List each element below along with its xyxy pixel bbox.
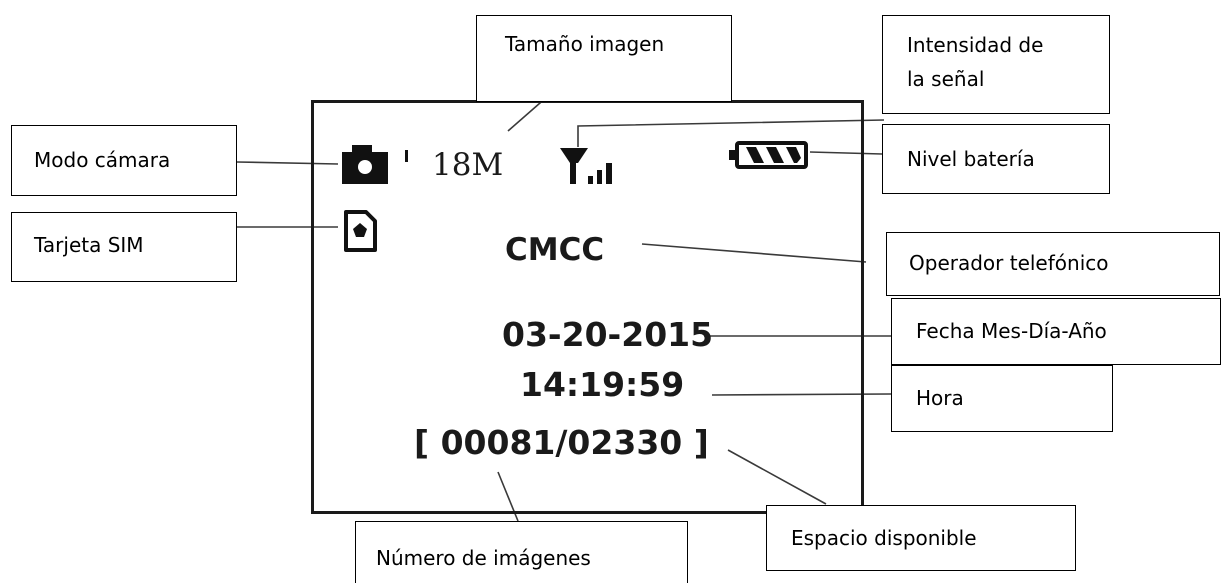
- image-counter-value: [ 00081/02330 ]: [414, 423, 709, 462]
- date-value: 03-20-2015: [502, 315, 714, 354]
- label-signal-strength: Intensidad de la señal: [882, 15, 1110, 114]
- label-time-text: Hora: [916, 386, 964, 410]
- leader-battery: [809, 151, 883, 155]
- camera-icon: [342, 145, 408, 184]
- label-operator-text: Operador telefónico: [909, 251, 1109, 275]
- leader-camera: [236, 161, 339, 165]
- label-camera-mode: Modo cámara: [11, 125, 237, 196]
- label-signal-line1: Intensidad de: [907, 33, 1044, 57]
- label-date-format-text: Fecha Mes-Día-Año: [916, 319, 1107, 343]
- signal-strength-icon: [560, 148, 612, 184]
- image-size-value: 18M: [432, 147, 504, 183]
- label-sim-card: Tarjeta SIM: [11, 212, 237, 282]
- label-date-format: Fecha Mes-Día-Año: [891, 298, 1221, 365]
- leader-free-space: [727, 449, 827, 505]
- label-time: Hora: [891, 365, 1113, 432]
- sim-card-icon: [344, 210, 377, 252]
- time-value: 14:19:59: [520, 365, 685, 404]
- label-battery-level-text: Nivel batería: [907, 147, 1035, 171]
- label-image-size-text: Tamaño imagen: [505, 32, 665, 56]
- label-sim-card-text: Tarjeta SIM: [34, 233, 144, 257]
- label-operator: Operador telefónico: [886, 232, 1220, 296]
- label-signal-line2: la señal: [907, 67, 985, 91]
- label-battery-level: Nivel batería: [882, 124, 1110, 194]
- battery-icon: [729, 141, 808, 169]
- label-image-count-text: Número de imágenes: [376, 546, 591, 570]
- label-image-size: Tamaño imagen: [476, 15, 732, 102]
- leader-operator: [641, 243, 867, 263]
- operator-value: CMCC: [505, 232, 605, 268]
- label-image-count: Número de imágenes: [355, 521, 688, 583]
- label-free-space: Espacio disponible: [766, 505, 1076, 571]
- label-free-space-text: Espacio disponible: [791, 526, 977, 550]
- leader-signal: [577, 119, 885, 147]
- label-camera-mode-text: Modo cámara: [34, 148, 171, 172]
